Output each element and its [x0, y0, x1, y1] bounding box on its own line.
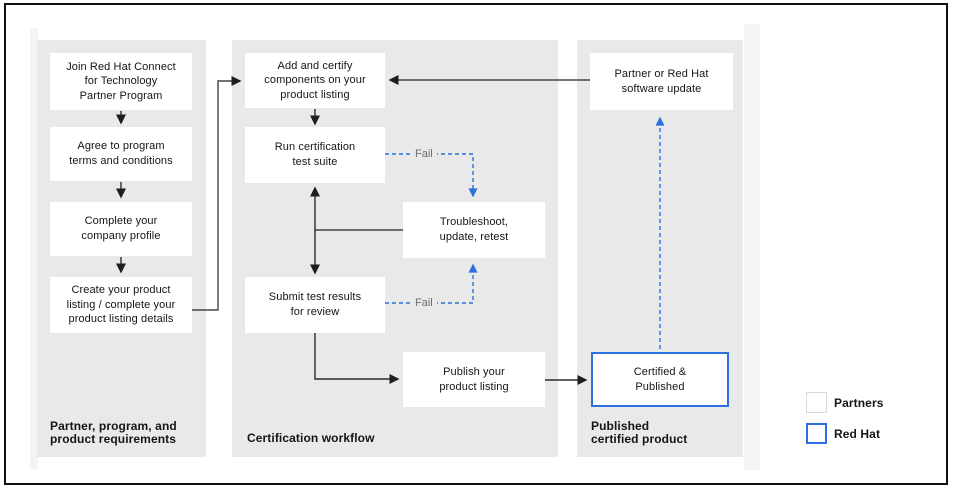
node-submit-results: Submit test results for review	[245, 277, 385, 333]
node-agree-terms: Agree to program terms and conditions	[50, 127, 192, 181]
legend-label-partners: Partners	[834, 396, 884, 410]
node-publish-listing: Publish your product listing	[403, 352, 545, 407]
panel-label-partner-requirements: Partner, program, and product requiremen…	[50, 419, 177, 446]
legend-label-redhat: Red Hat	[834, 427, 881, 441]
fail-label-run-tests: Fail	[411, 147, 437, 162]
panel-label-certification-workflow: Certification workflow	[247, 431, 375, 445]
node-create-listing: Create your product listing / complete y…	[50, 277, 192, 333]
panel-label-published-product: Published certified product	[591, 419, 688, 446]
right-edge-strip	[744, 24, 760, 470]
node-run-test-suite: Run certification test suite	[245, 127, 385, 183]
legend-swatch-redhat	[806, 423, 827, 444]
fail-label-submit: Fail	[411, 296, 437, 311]
node-join-connect: Join Red Hat Connect for Technology Part…	[50, 53, 192, 110]
legend-swatch-partners	[806, 392, 827, 413]
node-troubleshoot-retest: Troubleshoot, update, retest	[403, 202, 545, 258]
node-add-certify-components: Add and certify components on your produ…	[245, 53, 385, 108]
left-edge-strip	[30, 28, 38, 470]
node-company-profile: Complete your company profile	[50, 202, 192, 256]
node-software-update: Partner or Red Hat software update	[590, 53, 733, 110]
node-certified-published: Certified & Published	[591, 352, 729, 407]
